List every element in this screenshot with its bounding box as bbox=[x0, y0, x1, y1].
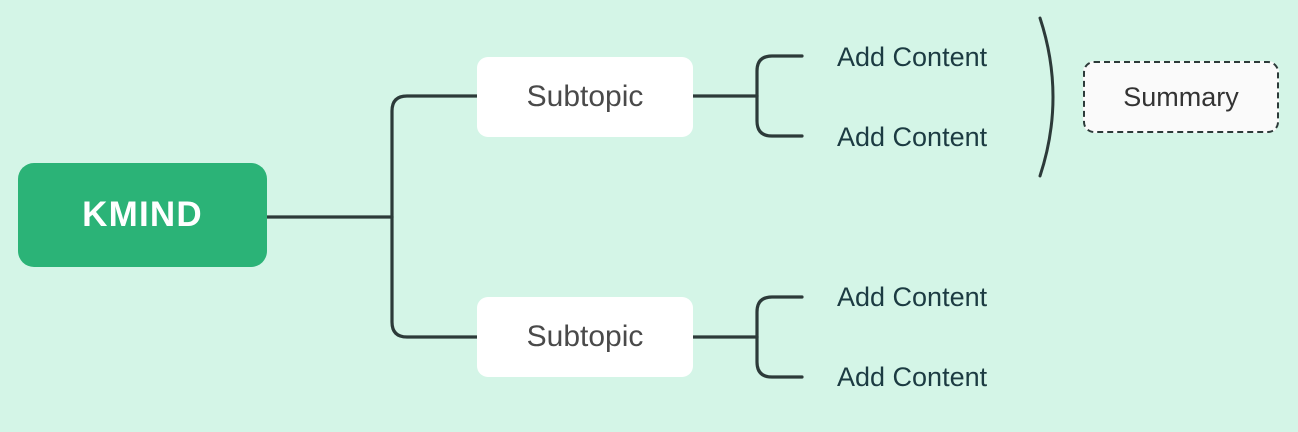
summary-node[interactable]: Summary bbox=[1083, 61, 1279, 133]
leaf-node-add-content-3[interactable]: Add Content bbox=[837, 277, 1087, 317]
leaf-node-4-label: Add Content bbox=[837, 361, 988, 392]
connector-trunk-to-topic-2 bbox=[390, 215, 479, 339]
leaf-node-2-label: Add Content bbox=[837, 121, 988, 152]
connector-topic-1-to-leaf-1 bbox=[755, 54, 804, 98]
topic-node-2-label: Subtopic bbox=[526, 320, 644, 353]
topic-node-1[interactable]: Subtopic bbox=[477, 57, 693, 137]
root-node-label: KMIND bbox=[82, 195, 203, 234]
leaf-node-add-content-4[interactable]: Add Content bbox=[837, 357, 1087, 397]
connector-trunk-to-topic-1 bbox=[390, 94, 479, 219]
connector-topic-1-to-leaf-2 bbox=[755, 94, 804, 138]
leaf-node-add-content-2[interactable]: Add Content bbox=[837, 117, 1087, 157]
topic-node-2[interactable]: Subtopic bbox=[477, 297, 693, 377]
leaf-node-add-content-1[interactable]: Add Content bbox=[837, 37, 1087, 77]
topic-node-1-label: Subtopic bbox=[526, 80, 644, 113]
leaf-node-3-label: Add Content bbox=[837, 281, 988, 312]
root-node[interactable]: KMIND bbox=[18, 163, 267, 267]
summary-node-label: Summary bbox=[1123, 81, 1239, 112]
summary-brace bbox=[1038, 16, 1055, 178]
leaf-node-1-label: Add Content bbox=[837, 41, 988, 72]
connector-topic-2-to-leaf-3 bbox=[755, 295, 804, 339]
connector-topic-2-to-leaf-4 bbox=[755, 335, 804, 379]
